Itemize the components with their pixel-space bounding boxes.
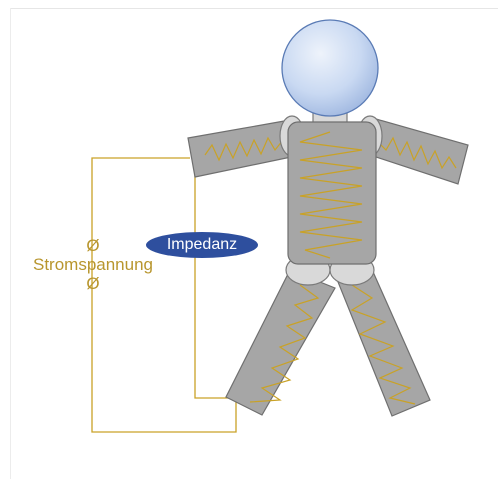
circuit-wire-outer: [92, 158, 236, 432]
voltage-text: Stromspannung: [8, 255, 178, 274]
impedance-label: Impedanz: [146, 234, 258, 256]
right-leg: [334, 265, 430, 416]
head: [282, 20, 378, 116]
voltage-symbol-bottom: Ø: [8, 274, 178, 293]
circuit-wire-inner: [195, 175, 236, 398]
torso: [288, 122, 376, 264]
left-arm: [188, 120, 296, 177]
left-leg: [226, 270, 335, 415]
right-arm: [370, 119, 468, 184]
measurement-circuit: [92, 158, 236, 432]
